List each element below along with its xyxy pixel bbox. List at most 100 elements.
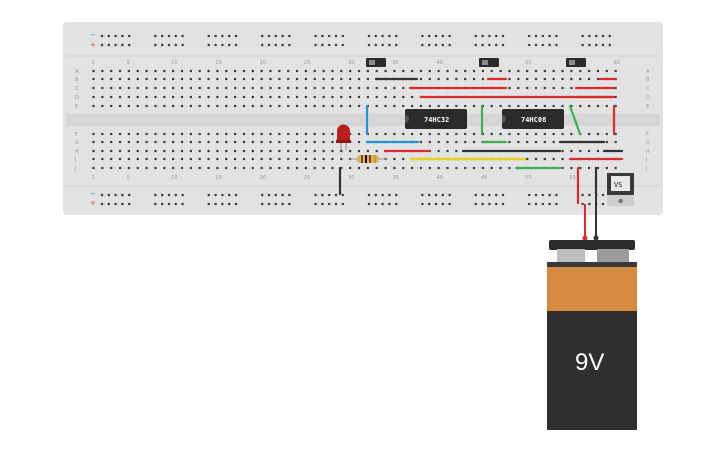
breadboard-hole[interactable] [228,193,231,197]
breadboard-hole[interactable] [127,157,130,161]
breadboard-hole[interactable] [281,193,284,197]
breadboard-hole[interactable] [402,132,405,136]
breadboard-hole[interactable] [596,132,600,136]
breadboard-hole[interactable] [349,86,352,90]
breadboard-hole[interactable] [331,104,334,108]
breadboard-hole[interactable] [145,140,148,144]
breadboard-hole[interactable] [198,77,201,81]
breadboard-hole[interactable] [534,43,538,47]
breadboard-hole[interactable] [517,86,520,90]
breadboard-hole[interactable] [552,132,555,136]
breadboard-hole[interactable] [136,157,139,161]
breadboard-hole[interactable] [269,157,272,161]
breadboard-hole[interactable] [357,77,361,81]
breadboard-hole[interactable] [570,77,573,81]
breadboard-hole[interactable] [180,77,184,81]
breadboard-hole[interactable] [455,104,458,108]
breadboard-hole[interactable] [395,34,398,38]
breadboard-hole[interactable] [234,157,237,161]
breadboard-hole[interactable] [528,34,531,38]
breadboard-hole[interactable] [261,202,264,206]
breadboard-hole[interactable] [267,193,271,197]
breadboard-hole[interactable] [128,193,131,197]
breadboard-hole[interactable] [207,104,210,108]
breadboard-hole[interactable] [552,157,555,161]
breadboard-hole[interactable] [251,166,254,170]
breadboard-hole[interactable] [260,86,263,90]
breadboard-hole[interactable] [322,140,325,144]
breadboard-hole[interactable] [526,86,529,90]
breadboard-hole[interactable] [517,104,520,108]
breadboard-hole[interactable] [145,86,148,90]
breadboard-hole[interactable] [127,132,130,136]
breadboard-hole[interactable] [287,149,290,153]
resistor[interactable] [350,155,388,163]
breadboard-hole[interactable] [114,202,117,206]
breadboard-hole[interactable] [314,43,317,47]
breadboard-hole[interactable] [357,140,361,144]
breadboard-hole[interactable] [145,149,148,153]
breadboard-hole[interactable] [446,104,449,108]
breadboard-hole[interactable] [295,104,299,108]
breadboard-hole[interactable] [260,104,263,108]
breadboard-hole[interactable] [172,69,175,73]
breadboard-hole[interactable] [278,77,281,81]
breadboard-hole[interactable] [295,95,299,99]
breadboard-hole[interactable] [579,104,582,108]
breadboard-hole[interactable] [269,69,272,73]
breadboard-hole[interactable] [446,132,449,136]
breadboard-hole[interactable] [269,77,272,81]
breadboard-hole[interactable] [331,140,334,144]
breadboard-hole[interactable] [304,77,307,81]
breadboard-hole[interactable] [181,34,184,38]
breadboard-hole[interactable] [207,140,210,144]
breadboard-hole[interactable] [278,140,281,144]
breadboard-hole[interactable] [534,140,538,144]
breadboard-hole[interactable] [375,166,378,170]
breadboard-hole[interactable] [366,95,369,99]
breadboard-hole[interactable] [214,43,217,47]
breadboard-hole[interactable] [228,43,231,47]
breadboard-hole[interactable] [261,34,264,38]
breadboard-hole[interactable] [172,132,175,136]
breadboard-hole[interactable] [314,202,317,206]
breadboard-hole[interactable] [145,104,148,108]
breadboard-hole[interactable] [304,86,307,90]
breadboard-hole[interactable] [543,157,546,161]
breadboard-hole[interactable] [216,140,219,144]
breadboard-hole[interactable] [334,34,338,38]
breadboard-hole[interactable] [288,43,291,47]
breadboard-hole[interactable] [189,95,192,99]
breadboard-hole[interactable] [154,43,157,47]
breadboard-hole[interactable] [267,43,271,47]
breadboard-hole[interactable] [499,132,502,136]
breadboard-hole[interactable] [225,104,228,108]
breadboard-hole[interactable] [393,69,396,73]
slide-switch-1[interactable] [366,58,386,67]
breadboard-hole[interactable] [121,43,124,47]
breadboard-hole[interactable] [260,166,263,170]
breadboard-hole[interactable] [411,69,414,73]
breadboard-hole[interactable] [269,95,272,99]
breadboard-hole[interactable] [242,86,246,90]
breadboard-hole[interactable] [614,86,617,90]
breadboard-hole[interactable] [349,104,352,108]
breadboard-hole[interactable] [419,166,423,170]
breadboard-hole[interactable] [381,202,384,206]
breadboard-hole[interactable] [481,166,484,170]
breadboard-hole[interactable] [92,77,95,81]
chip-74hc08[interactable]: 74HC08 [502,109,564,129]
breadboard-hole[interactable] [472,69,476,73]
breadboard-hole[interactable] [154,104,157,108]
breadboard-hole[interactable] [127,95,130,99]
breadboard-hole[interactable] [419,104,423,108]
breadboard-hole[interactable] [198,140,201,144]
breadboard-hole[interactable] [260,157,263,161]
breadboard-hole[interactable] [313,86,316,90]
breadboard-hole[interactable] [570,132,573,136]
breadboard-hole[interactable] [517,77,520,81]
breadboard-hole[interactable] [331,95,334,99]
breadboard-hole[interactable] [381,43,384,47]
breadboard-hole[interactable] [180,157,184,161]
breadboard-hole[interactable] [367,193,371,197]
